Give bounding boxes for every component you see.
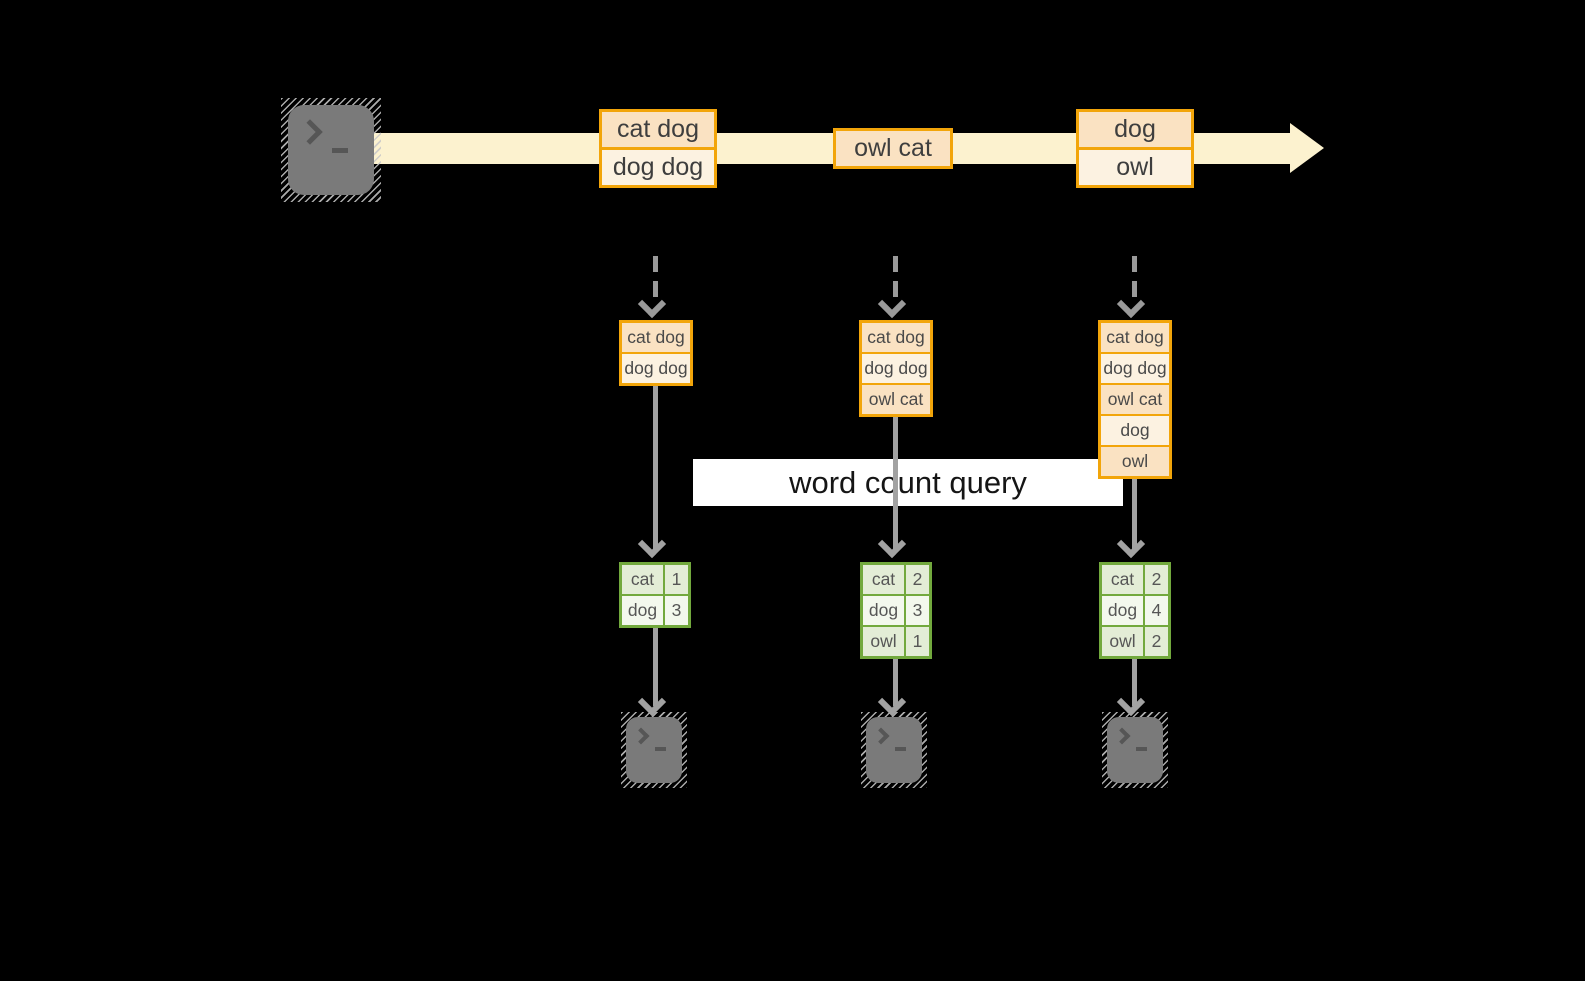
result-count: 2	[1143, 627, 1168, 656]
result-word: cat	[630, 569, 655, 589]
prompt-underscore-icon	[332, 148, 348, 153]
output-arrow-shaft-2	[893, 659, 898, 706]
input-line: dog dog	[1101, 352, 1169, 383]
sink-terminal-hatch-3	[1102, 712, 1168, 788]
query-arrowhead-icon-3	[1116, 529, 1146, 559]
result-count: 2	[904, 565, 929, 594]
result-count: 2	[1143, 565, 1168, 594]
terminal-icon	[1107, 717, 1163, 783]
prompt-chevron-icon	[1113, 727, 1131, 745]
stream-batch-3: dog owl	[1076, 109, 1194, 188]
result-word: cat	[1110, 569, 1135, 589]
input-line: owl cat	[862, 383, 930, 414]
output-arrow-shaft-1	[653, 628, 658, 706]
result-count: 1	[904, 627, 929, 656]
terminal-icon	[866, 717, 922, 783]
input-line: dog dog	[862, 352, 930, 383]
terminal-icon	[626, 717, 682, 783]
trigger-arrowhead-icon-1	[637, 289, 667, 319]
output-arrow-shaft-3	[1132, 659, 1137, 706]
trigger-arrow-shaft-3	[1132, 256, 1137, 302]
batch-line: owl	[1079, 147, 1191, 185]
result-row: cat 2	[863, 565, 929, 594]
trigger-arrowhead-icon-3	[1116, 289, 1146, 319]
query-arrowhead-icon-1	[637, 529, 667, 559]
result-count: 3	[904, 596, 929, 625]
stream-batch-2: owl cat	[833, 128, 953, 169]
result-table-1: cat 1 dog 3	[619, 562, 691, 628]
result-word: owl	[870, 631, 897, 651]
event-stream-arrowhead-icon	[1290, 123, 1324, 173]
trigger-arrow-shaft-2	[893, 256, 898, 302]
query-arrow-shaft-1	[653, 386, 658, 552]
source-terminal-hatch	[281, 98, 381, 202]
result-table-2: cat 2 dog 3 owl 1	[860, 562, 932, 659]
result-word: dog	[868, 600, 899, 620]
result-row: dog 4	[1102, 594, 1168, 625]
result-row: owl 1	[863, 625, 929, 656]
result-word: cat	[871, 569, 896, 589]
batch-line: dog	[1079, 112, 1191, 147]
prompt-chevron-icon	[632, 727, 650, 745]
result-word: owl	[1109, 631, 1136, 651]
terminal-icon	[288, 105, 374, 195]
prompt-chevron-icon	[297, 119, 323, 145]
result-row: owl 2	[1102, 625, 1168, 656]
result-word: dog	[1107, 600, 1138, 620]
sink-terminal-hatch-1	[621, 712, 687, 788]
result-row: cat 1	[622, 565, 688, 594]
input-line: cat dog	[862, 323, 930, 352]
result-row: dog 3	[622, 594, 688, 625]
result-count: 4	[1143, 596, 1168, 625]
input-line: cat dog	[622, 323, 690, 352]
batch-line: owl cat	[836, 131, 950, 166]
query-label: word count query	[693, 459, 1123, 506]
input-line: owl	[1101, 445, 1169, 476]
input-line: dog	[1101, 414, 1169, 445]
trigger-arrowhead-icon-2	[877, 289, 907, 319]
prompt-underscore-icon	[895, 747, 906, 751]
query-arrowhead-icon-2	[877, 529, 907, 559]
prompt-underscore-icon	[1136, 747, 1147, 751]
query-arrow-shaft-2	[893, 417, 898, 552]
result-count: 3	[663, 596, 688, 625]
batch-line: cat dog	[602, 112, 714, 147]
trigger-arrow-shaft-1	[653, 256, 658, 302]
query-arrow-shaft-3	[1132, 479, 1137, 552]
input-table-3: cat dog dog dog owl cat dog owl	[1098, 320, 1172, 479]
result-table-3: cat 2 dog 4 owl 2	[1099, 562, 1171, 659]
result-row: dog 3	[863, 594, 929, 625]
input-table-2: cat dog dog dog owl cat	[859, 320, 933, 417]
result-word: dog	[627, 600, 658, 620]
result-count: 1	[663, 565, 688, 594]
prompt-underscore-icon	[655, 747, 666, 751]
input-line: dog dog	[622, 352, 690, 383]
result-row: cat 2	[1102, 565, 1168, 594]
input-table-1: cat dog dog dog	[619, 320, 693, 386]
stream-batch-1: cat dog dog dog	[599, 109, 717, 188]
input-line: cat dog	[1101, 323, 1169, 352]
sink-terminal-hatch-2	[861, 712, 927, 788]
batch-line: dog dog	[602, 147, 714, 185]
prompt-chevron-icon	[872, 727, 890, 745]
input-line: owl cat	[1101, 383, 1169, 414]
